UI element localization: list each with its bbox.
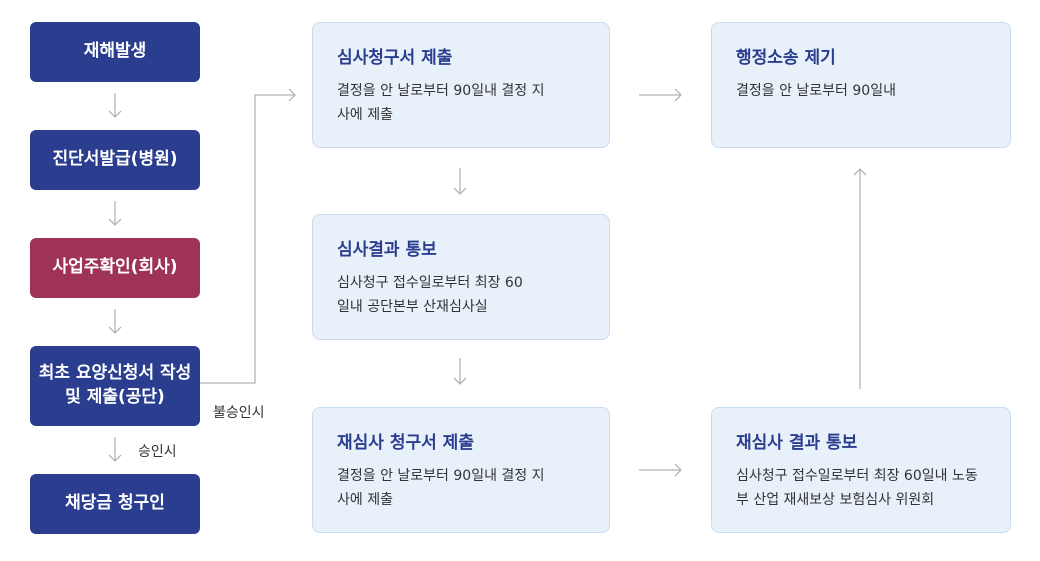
step-claimant: 채당금 청구인 bbox=[30, 474, 200, 534]
card-rereview-result: 재심사 결과 통보 심사청구 접수일로부터 최장 60일내 노동부 산업 재새보… bbox=[711, 407, 1011, 533]
card-review-result-desc: 심사청구 접수일로부터 최장 60일내 공단본부 산재심사실 bbox=[337, 275, 523, 315]
card-admin-lawsuit-title: 행정소송 제기 bbox=[736, 48, 836, 68]
step-first-application-label: 최초 요양신청서 작성 및 제출(공단) bbox=[38, 363, 192, 407]
card-review-request-desc: 결정을 안 날로부터 90일내 결정 지사에 제출 bbox=[337, 83, 545, 123]
card-rereview-request-title: 재심사 청구서 제출 bbox=[337, 433, 474, 453]
card-admin-lawsuit-desc: 결정을 안 날로부터 90일내 bbox=[736, 83, 896, 99]
step-diagnosis: 진단서발급(병원) bbox=[30, 130, 200, 190]
step-employer-confirm-label: 사업주확인(회사) bbox=[52, 257, 178, 278]
arrow-down-2 bbox=[108, 201, 122, 226]
card-review-result: 심사결과 통보 심사청구 접수일로부터 최장 60일내 공단본부 산재심사실 bbox=[312, 214, 610, 340]
card-rereview-result-title: 재심사 결과 통보 bbox=[736, 433, 858, 453]
card-rereview-request: 재심사 청구서 제출 결정을 안 날로부터 90일내 결정 지사에 제출 bbox=[312, 407, 610, 533]
step-diagnosis-label: 진단서발급(병원) bbox=[52, 149, 178, 170]
step-accident: 재해발생 bbox=[30, 22, 200, 82]
arrow-right-2 bbox=[639, 463, 682, 477]
rejected-label: 불승인시 bbox=[213, 405, 265, 421]
step-accident-label: 재해발생 bbox=[83, 41, 147, 62]
approved-label: 승인시 bbox=[138, 444, 177, 460]
arrow-down-5 bbox=[453, 168, 467, 195]
rejected-connector bbox=[200, 88, 296, 384]
step-claimant-label: 채당금 청구인 bbox=[65, 493, 165, 514]
card-review-result-title: 심사결과 통보 bbox=[337, 240, 437, 260]
arrow-down-1 bbox=[108, 93, 122, 118]
arrow-up bbox=[853, 168, 867, 389]
arrow-down-3 bbox=[108, 309, 122, 334]
card-rereview-result-desc: 심사청구 접수일로부터 최장 60일내 노동부 산업 재새보상 보험심사 위원회 bbox=[736, 468, 978, 508]
card-admin-lawsuit: 행정소송 제기 결정을 안 날로부터 90일내 bbox=[711, 22, 1011, 148]
card-review-request-title: 심사청구서 제출 bbox=[337, 48, 453, 68]
arrow-down-6 bbox=[453, 358, 467, 385]
arrow-right-1 bbox=[639, 88, 682, 102]
card-review-request: 심사청구서 제출 결정을 안 날로부터 90일내 결정 지사에 제출 bbox=[312, 22, 610, 148]
arrow-down-4 bbox=[108, 437, 122, 462]
step-first-application: 최초 요양신청서 작성 및 제출(공단) bbox=[30, 346, 200, 426]
card-rereview-request-desc: 결정을 안 날로부터 90일내 결정 지사에 제출 bbox=[337, 468, 545, 508]
step-employer-confirm: 사업주확인(회사) bbox=[30, 238, 200, 298]
